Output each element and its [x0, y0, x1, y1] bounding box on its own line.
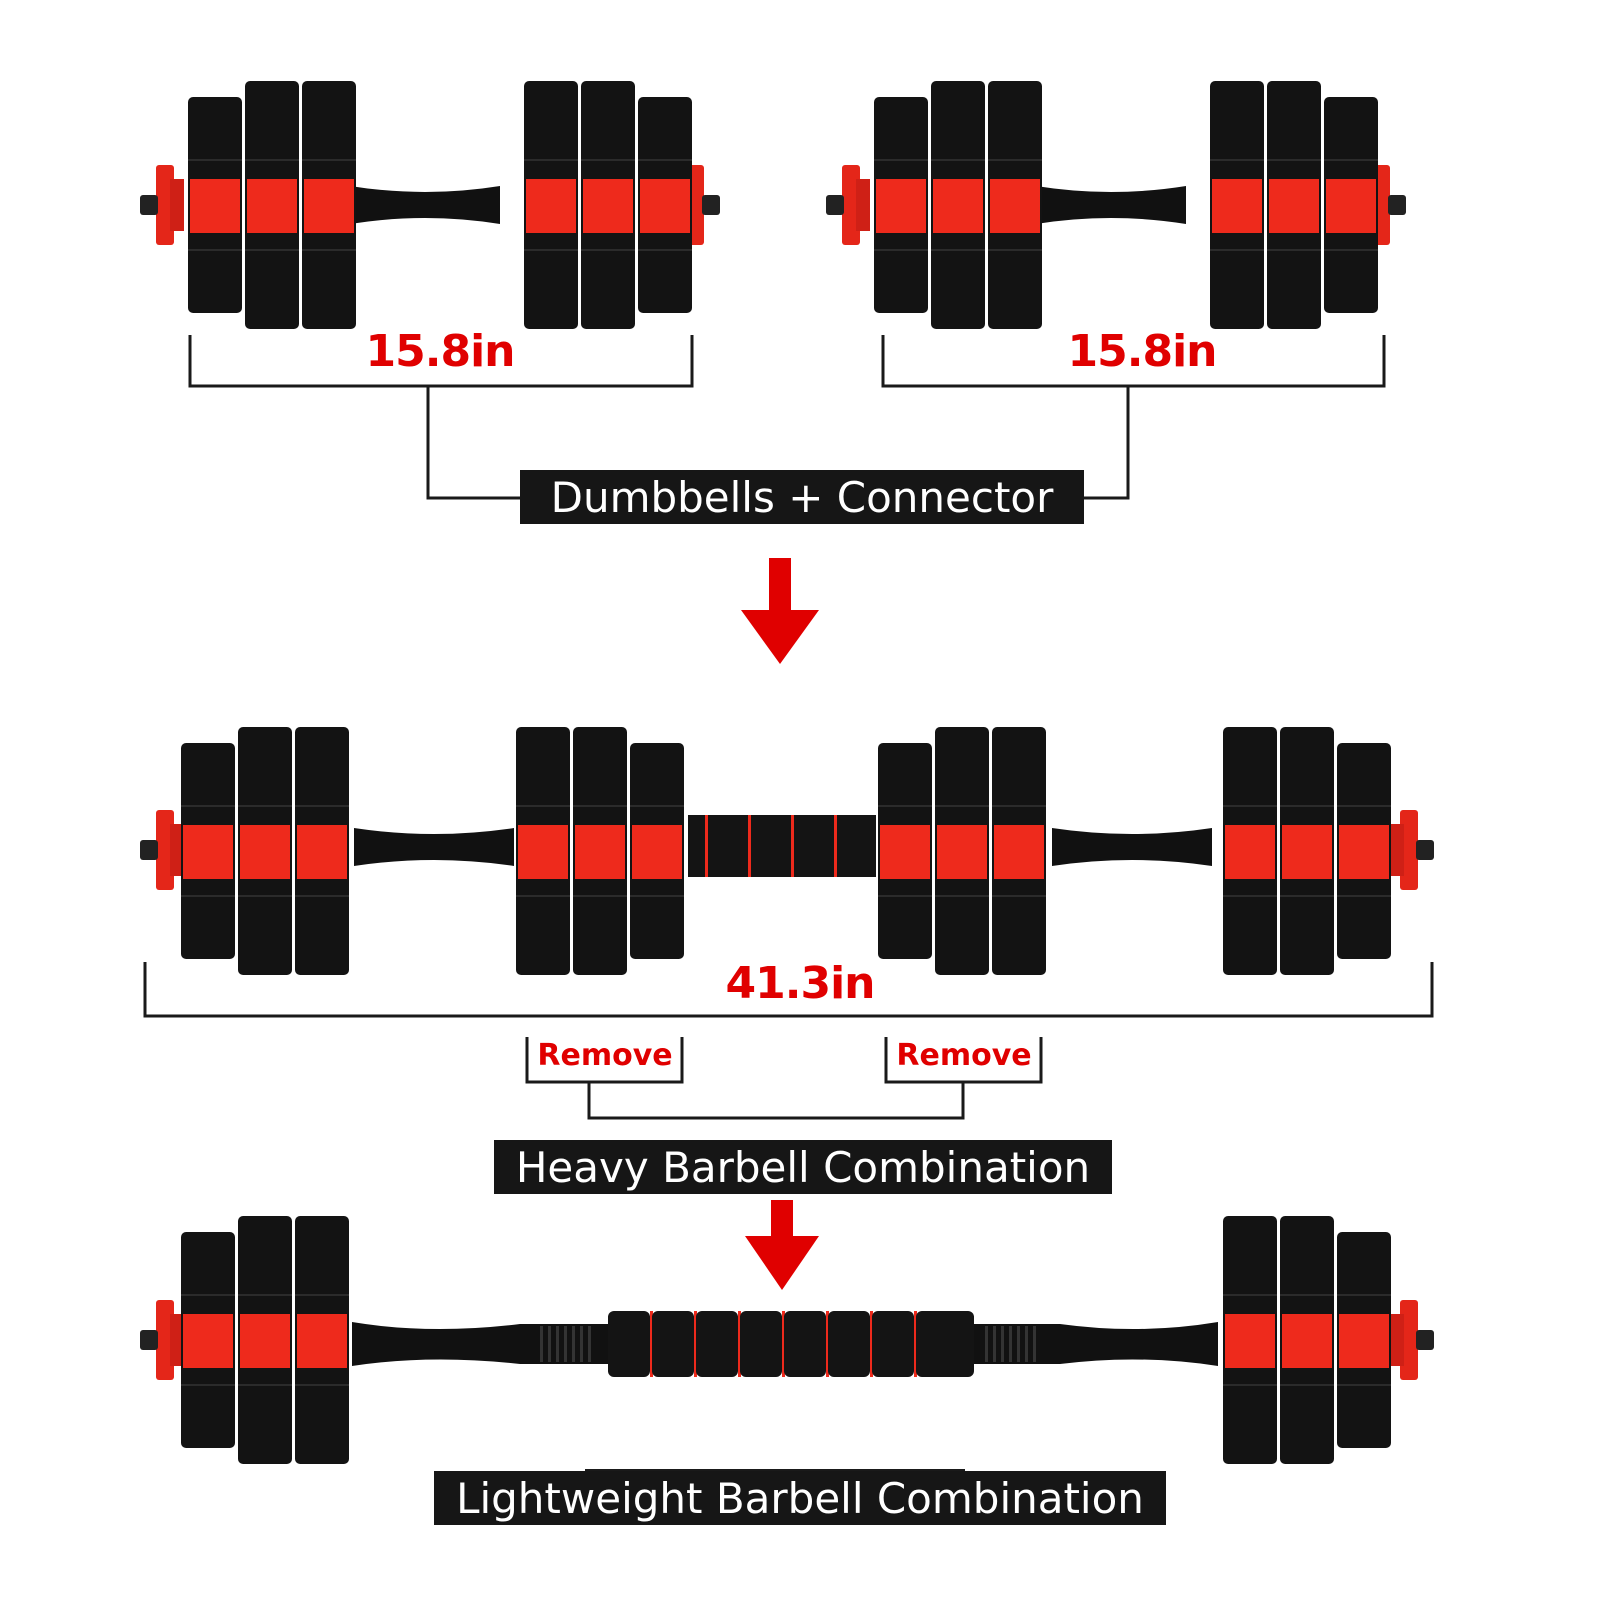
heavy-barbell-length: 41.3in — [700, 962, 900, 1006]
remove-label-right: Remove — [896, 1038, 1032, 1073]
dumbbells-connector-label: Dumbbells + Connector — [520, 470, 1084, 524]
lightweight-barbell-label: Lightweight Barbell Combination — [434, 1471, 1166, 1525]
heavy-barbell-label: Heavy Barbell Combination — [494, 1140, 1112, 1194]
remove-label-left: Remove — [537, 1038, 673, 1073]
arrow-down-icon — [741, 558, 819, 664]
dumbbell-right-length: 15.8in — [1067, 326, 1218, 377]
arrow-down-icon — [745, 1200, 819, 1290]
dumbbell-left-length: 15.8in — [365, 326, 516, 377]
